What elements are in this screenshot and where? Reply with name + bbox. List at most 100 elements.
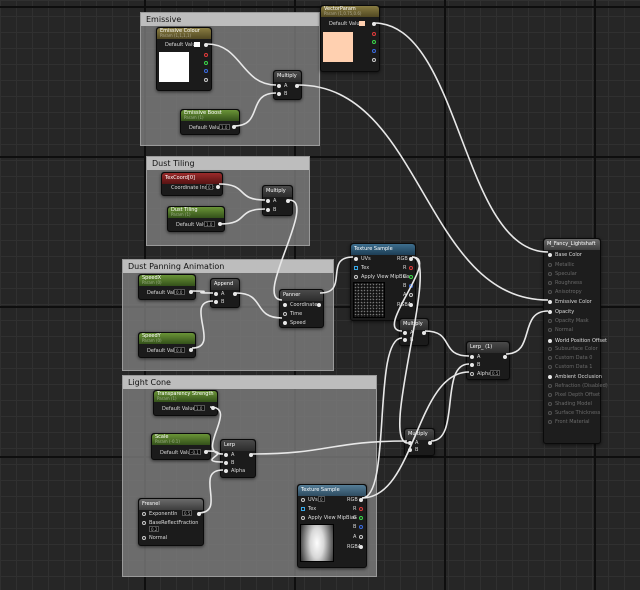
input-pin-b[interactable] [403,338,407,342]
output-pin[interactable] [232,125,236,129]
uvs-input[interactable]: 0 [318,496,325,502]
output-pin-b[interactable] [359,525,363,529]
output-pin[interactable] [189,290,193,294]
output-pin-b[interactable] [372,49,376,53]
input-pin-a[interactable] [214,292,218,296]
input-pin-a[interactable] [470,355,474,359]
output-pin[interactable] [503,355,507,359]
alpha-value-input[interactable]: 0.5 [490,370,500,376]
input-pin-uvs[interactable] [301,498,305,502]
node-multiply-tiling[interactable]: Multiply A B [262,185,293,216]
input-pin-uvs[interactable] [354,257,358,261]
output-pin-r[interactable] [409,266,413,270]
node-multiply-cone[interactable]: Multiply A B [404,428,435,456]
input-pin-base-reflect[interactable] [142,521,146,525]
default-value-input[interactable]: 0.0 [174,347,185,353]
input-pin-b[interactable] [470,363,474,367]
material-input-pin[interactable] [548,281,552,285]
output-pin-rgb[interactable] [359,498,363,502]
input-pin-tex[interactable] [354,266,358,270]
output-pin-a[interactable] [372,58,376,62]
connection-wire[interactable] [505,310,549,355]
node-multiply-dust[interactable]: Multiply A B [399,318,429,346]
node-append[interactable]: Append A B [210,278,240,308]
input-pin-b[interactable] [266,208,270,212]
node-texture-sample-dust[interactable]: Texture Sample UVs Tex Apply View MipBia… [350,243,416,321]
input-pin-a[interactable] [403,331,407,335]
material-input-pin[interactable] [548,402,552,406]
default-value-input[interactable]: 1.0 [204,221,215,227]
output-pin-rgba[interactable] [409,303,413,307]
material-input-pin[interactable] [548,290,552,294]
output-pin-g[interactable] [409,275,413,279]
input-pin-alpha[interactable] [470,372,474,376]
input-pin-normal[interactable] [142,536,146,540]
base-reflect-input[interactable]: 0.2 [149,526,159,532]
default-value-swatch[interactable] [359,21,365,26]
node-texture-sample-cone[interactable]: Texture Sample UVs 0 Tex Apply View MipB… [297,484,367,568]
material-input-pin[interactable] [548,310,552,314]
input-pin-b[interactable] [408,448,412,452]
material-input-pin[interactable] [548,384,552,388]
output-pin-g[interactable] [372,40,376,44]
default-value-input[interactable]: 1.0 [219,124,230,130]
material-input-pin[interactable] [548,420,552,424]
material-input-pin[interactable] [548,272,552,276]
output-pin-r[interactable] [359,507,363,511]
material-input-pin[interactable] [548,393,552,397]
output-pin[interactable] [218,222,222,226]
output-pin-b[interactable] [409,284,413,288]
input-pin-a[interactable] [277,84,281,88]
output-pin-g[interactable] [204,61,208,65]
input-pin-a[interactable] [408,441,412,445]
material-input-pin[interactable] [548,356,552,360]
input-pin-b[interactable] [224,461,228,465]
output-pin[interactable] [422,331,426,335]
output-pin[interactable] [428,441,432,445]
output-pin-b[interactable] [204,69,208,73]
material-input-pin[interactable] [548,300,552,304]
output-pin-rgb[interactable] [372,22,376,26]
material-input-pin[interactable] [548,319,552,323]
material-input-pin[interactable] [548,328,552,332]
output-pin-a[interactable] [409,293,413,297]
connection-wire[interactable] [297,84,549,301]
input-pin-apply-view-mip-bias[interactable] [301,516,305,520]
input-pin-exponent[interactable] [142,512,146,516]
output-pin-rgb[interactable] [409,257,413,261]
input-pin-a[interactable] [266,199,270,203]
default-value-input[interactable]: 1.0 [194,405,205,411]
output-pin-r[interactable] [204,53,208,57]
output-pin[interactable] [286,199,290,203]
input-pin-coordinate[interactable] [283,303,287,307]
material-input-pin[interactable] [548,253,552,257]
coordinate-index-input[interactable]: 0 [206,184,213,190]
output-pin[interactable] [197,512,201,516]
output-pin[interactable] [204,450,208,454]
material-input-pin[interactable] [548,375,552,379]
node-texcoord[interactable]: TexCoord[0] Coordinate Index 0 [161,172,223,196]
output-pin-rgb[interactable] [204,43,208,47]
material-input-pin[interactable] [548,365,552,369]
exponent-input[interactable]: 0.5 [182,510,192,516]
material-input-pin[interactable] [548,347,552,351]
output-pin[interactable] [233,292,237,296]
output-pin[interactable] [216,185,220,189]
output-pin[interactable] [295,84,299,88]
output-pin-r[interactable] [372,32,376,36]
output-pin-a[interactable] [359,535,363,539]
node-lerp-final[interactable]: Lerp_ (1) A B Alpha 0.5 [466,341,510,380]
node-fresnel[interactable]: Fresnel ExponentIn 0.5 BaseReflectFracti… [138,498,204,546]
connection-wire[interactable] [430,363,470,442]
node-lerp-cone[interactable]: Lerp A B Alpha [220,439,256,478]
output-pin[interactable] [189,348,193,352]
